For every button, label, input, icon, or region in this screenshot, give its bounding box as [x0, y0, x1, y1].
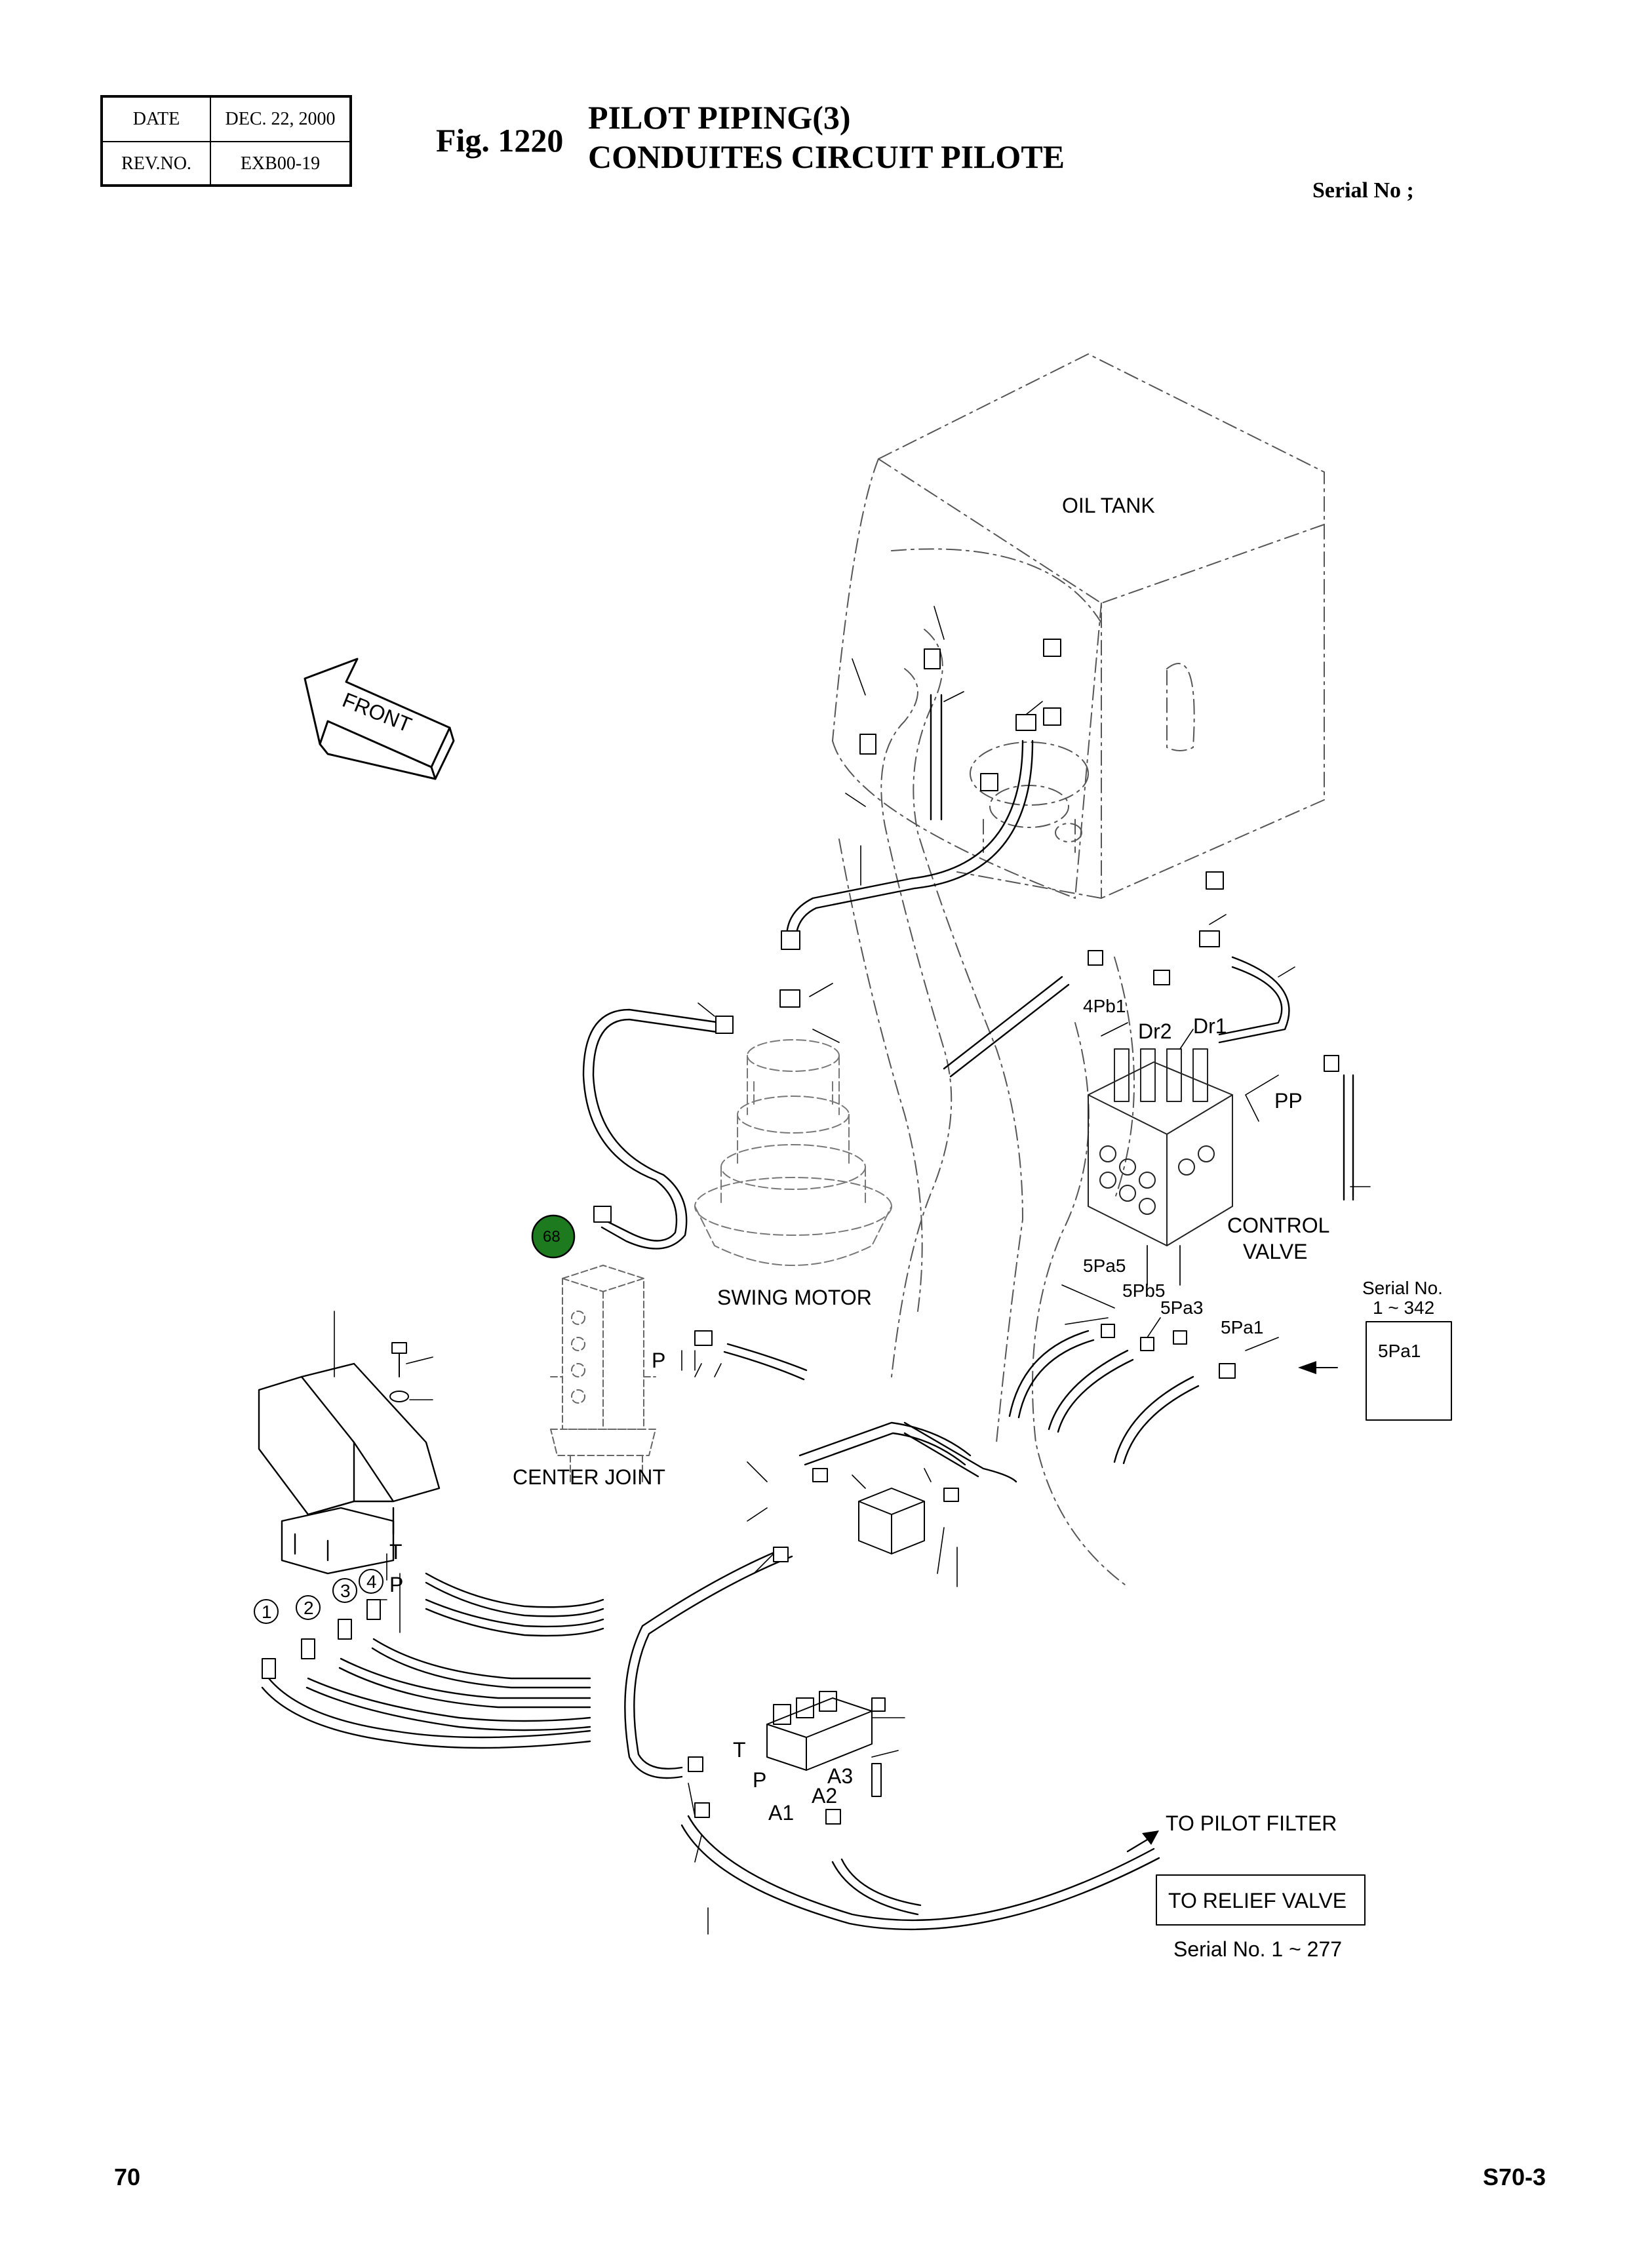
figure-number: Fig. 1220	[436, 122, 564, 159]
date-label: DATE	[103, 98, 211, 141]
travel-pedal-outline	[258, 1362, 441, 1575]
oil-tank-label: OIL TANK	[1062, 494, 1155, 517]
rev-value: EXB00-19	[240, 153, 321, 174]
circle-marker-2-label: 2	[304, 1598, 314, 1618]
serial-number-label: Serial No ;	[1312, 178, 1414, 203]
model-code: S70-3	[1483, 2164, 1546, 2190]
port-a2-label: A2	[812, 1784, 837, 1808]
to-relief-valve-label: TO RELIEF VALVE	[1168, 1889, 1347, 1912]
serial-inset-box	[1366, 1321, 1452, 1421]
port-5pa1-label: 5Pa1	[1221, 1317, 1263, 1337]
circle-marker-4	[359, 1569, 384, 1594]
rev-label: REV.NO.	[103, 142, 211, 186]
circle-marker-1	[254, 1599, 279, 1624]
circle-marker-3-label: 3	[340, 1581, 351, 1601]
port-p-pedal-label: P	[389, 1573, 403, 1596]
callout-68-label: 68	[543, 1228, 560, 1246]
pedal-circle-markers	[254, 1569, 384, 1624]
circle-marker-4-label: 4	[366, 1572, 377, 1592]
date-value: DEC. 22, 2000	[225, 109, 336, 129]
control-valve-label-2: VALVE	[1243, 1240, 1307, 1263]
port-pp-label: PP	[1274, 1089, 1303, 1113]
bolt-icon	[389, 1342, 409, 1402]
port-t-pedal-label: T	[389, 1540, 403, 1564]
port-a1-label: A1	[768, 1801, 794, 1825]
center-joint-outline	[550, 1265, 656, 1482]
fittings	[262, 639, 1339, 1825]
circle-marker-1-label: 1	[262, 1602, 272, 1622]
date-row: DATE DEC. 22, 2000	[103, 98, 349, 141]
filter-arrowhead	[1142, 1830, 1159, 1845]
port-4pb1-label: 4Pb1	[1083, 996, 1126, 1016]
control-valve-outline	[1088, 1048, 1233, 1286]
circle-marker-2	[296, 1595, 321, 1620]
front-arrow-icon	[304, 658, 455, 780]
serial-range-1-342-label-1: Serial No.	[1362, 1278, 1443, 1298]
title-french: CONDUITES CIRCUIT PILOTE	[588, 138, 1065, 175]
revision-row: REV.NO. EXB00-19	[103, 141, 349, 186]
serial-range-1-277-label: Serial No. 1 ~ 277	[1173, 1937, 1342, 1961]
solenoid-valve-outline	[766, 1691, 873, 1771]
distribution-block-outline	[858, 1488, 925, 1554]
inset-arrowhead	[1298, 1361, 1316, 1374]
title-english: PILOT PIPING(3)	[588, 99, 851, 136]
port-5pa3-label: 5Pa3	[1160, 1297, 1203, 1318]
port-dr2-label: Dr2	[1138, 1019, 1172, 1043]
inset-port-5pa1-label: 5Pa1	[1378, 1341, 1421, 1361]
port-p-valve-label: P	[753, 1768, 766, 1792]
revision-table: DATE DEC. 22, 2000 REV.NO. EXB00-19	[100, 95, 352, 187]
leader-lines	[334, 606, 1371, 1935]
swing-motor-outline	[694, 1039, 892, 1266]
page-number: 70	[114, 2164, 141, 2190]
to-pilot-filter-label: TO PILOT FILTER	[1166, 1811, 1337, 1835]
port-5pa5-label: 5Pa5	[1083, 1256, 1126, 1276]
port-t-valve-label: T	[733, 1738, 746, 1762]
port-a3-label: A3	[827, 1764, 853, 1788]
callout-68-badge	[531, 1214, 576, 1259]
port-p-center-label: P	[652, 1349, 665, 1372]
serial-range-1-342-label-2: 1 ~ 342	[1373, 1297, 1434, 1318]
oil-tank-outline	[832, 353, 1325, 1587]
port-dr1-label: Dr1	[1193, 1014, 1227, 1038]
port-5pb5-label: 5Pb5	[1122, 1280, 1165, 1301]
control-valve-label-1: CONTROL	[1227, 1214, 1329, 1237]
swing-motor-label: SWING MOTOR	[717, 1286, 872, 1309]
circle-marker-3	[332, 1578, 357, 1603]
center-joint-label: CENTER JOINT	[513, 1465, 665, 1489]
relief-valve-box	[1156, 1874, 1366, 1926]
hoses	[261, 694, 1354, 1931]
